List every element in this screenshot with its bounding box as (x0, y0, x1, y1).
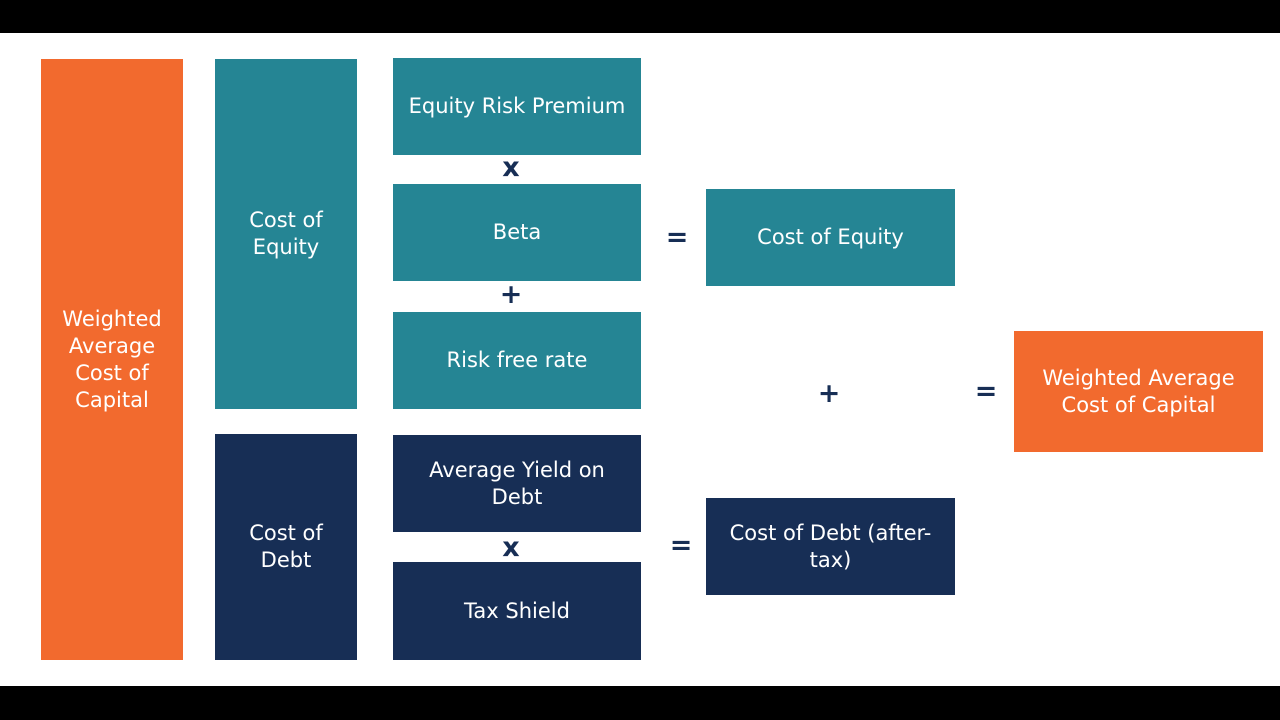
equals-operator-debt: = (669, 529, 693, 561)
equity-risk-premium-box: Equity Risk Premium (393, 58, 641, 155)
risk-free-rate-box: Risk free rate (393, 312, 641, 409)
diagram-canvas: Weighted Average Cost of Capital Cost of… (0, 33, 1280, 686)
equals-operator-final: = (974, 375, 998, 407)
wacc-left-box: Weighted Average Cost of Capital (41, 59, 183, 660)
tax-shield-box: Tax Shield (393, 562, 641, 660)
multiply-operator-debt: x (502, 531, 520, 563)
equals-operator-equity: = (665, 221, 689, 253)
plus-operator-equity: + (499, 278, 523, 310)
wacc-result-box: Weighted Average Cost of Capital (1014, 331, 1263, 452)
cost-of-equity-result-box: Cost of Equity (706, 189, 955, 286)
cost-of-equity-label-box: Cost of Equity (215, 59, 357, 409)
cost-of-debt-result-box: Cost of Debt (after-tax) (706, 498, 955, 595)
plus-operator-results: + (817, 377, 841, 409)
cost-of-debt-label-box: Cost of Debt (215, 434, 357, 660)
multiply-operator-equity: x (502, 151, 520, 183)
beta-box: Beta (393, 184, 641, 281)
average-yield-on-debt-box: Average Yield on Debt (393, 435, 641, 532)
